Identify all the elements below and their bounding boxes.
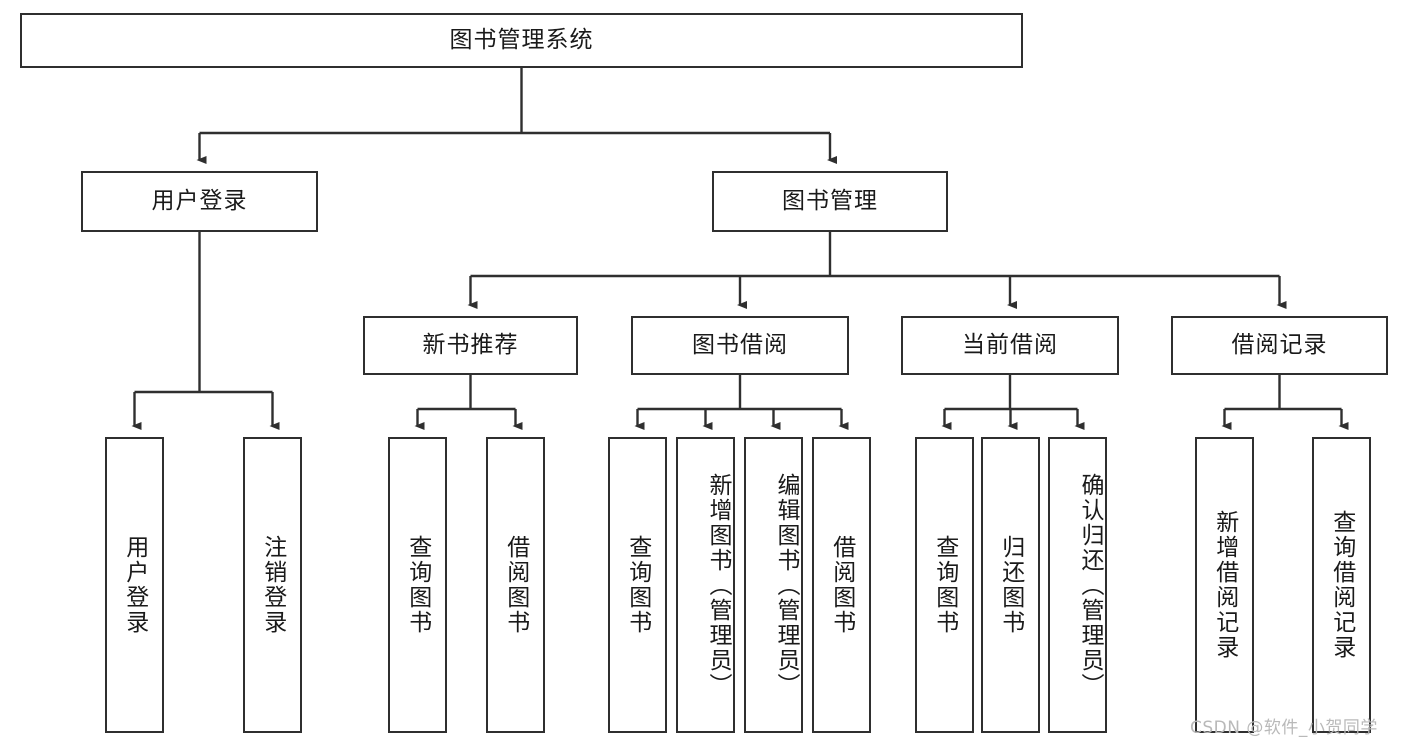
node-borrow-record: 借阅记录: [1171, 316, 1388, 375]
node-current-borrow: 当前借阅: [901, 316, 1119, 375]
connector-bus-user-login: [134, 232, 273, 394]
connector-bus-root: [199, 68, 830, 135]
watermark-text: CSDN @软件_小贺同学: [1190, 718, 1378, 738]
node-leaf-edit-book: 编辑图书（管理员）: [744, 437, 803, 733]
connector-bus-book-manage: [470, 232, 1280, 278]
node-leaf-query-record: 查询借阅记录: [1312, 437, 1371, 733]
connector-bus-current-borrow: [944, 375, 1078, 411]
connector-bus-borrow-record: [1224, 375, 1342, 411]
node-book-manage: 图书管理: [712, 171, 948, 232]
node-leaf-add-record: 新增借阅记录: [1195, 437, 1254, 733]
node-root: 图书管理系统: [20, 13, 1023, 68]
node-leaf-query-book-rec: 查询图书: [388, 437, 447, 733]
node-leaf-borrow-book-bor: 借阅图书: [812, 437, 871, 733]
node-leaf-query-book-bor: 查询图书: [608, 437, 667, 733]
node-leaf-user-login: 用户登录: [105, 437, 164, 733]
connector-bus-new-book-recommend: [417, 375, 516, 411]
node-leaf-logout: 注销登录: [243, 437, 302, 733]
connector-bus-book-borrow: [637, 375, 842, 411]
node-leaf-confirm-return: 确认归还（管理员）: [1048, 437, 1107, 733]
node-leaf-add-book: 新增图书（管理员）: [676, 437, 735, 733]
node-leaf-query-book-cur: 查询图书: [915, 437, 974, 733]
node-new-book-recommend: 新书推荐: [363, 316, 578, 375]
node-user-login: 用户登录: [81, 171, 318, 232]
node-leaf-return-book: 归还图书: [981, 437, 1040, 733]
node-book-borrow: 图书借阅: [631, 316, 849, 375]
node-leaf-borrow-book-rec: 借阅图书: [486, 437, 545, 733]
